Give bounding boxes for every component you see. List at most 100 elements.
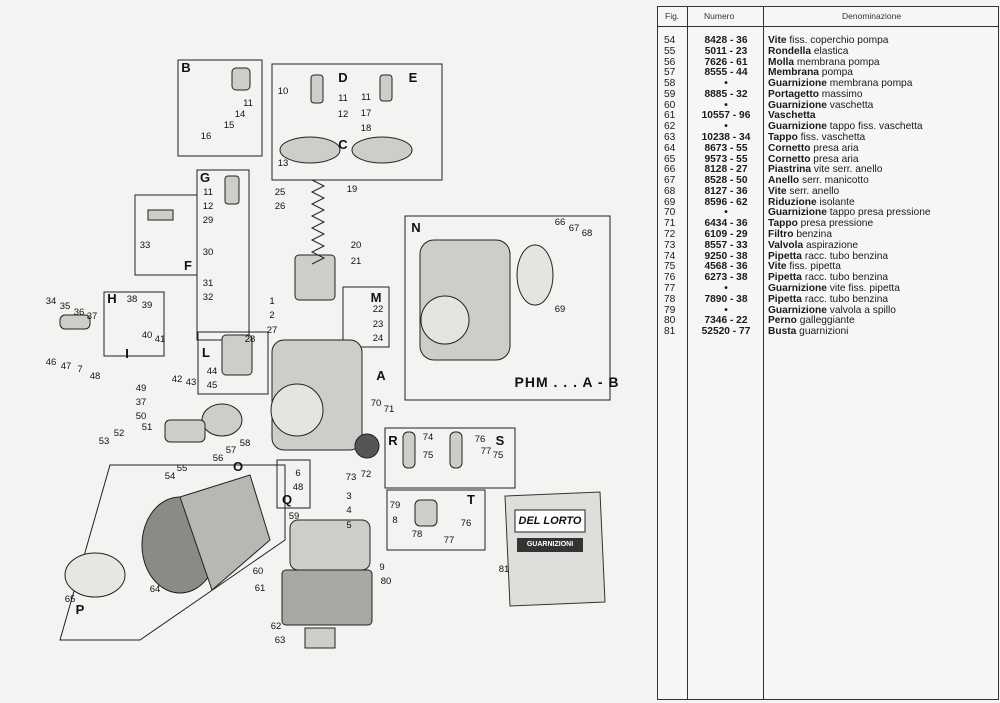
part-number: 8557 - 33 — [704, 239, 748, 251]
part-detail: tappo presa pressione — [829, 207, 931, 219]
box-f — [134, 194, 198, 276]
part-name: Riduzione — [768, 196, 817, 208]
part-description: Tappo fiss. vaschetta — [768, 132, 865, 143]
group-letter-label: R — [388, 433, 398, 448]
fig-number: 66 — [664, 164, 676, 176]
part-detail: presa aria — [813, 142, 859, 154]
part-name: Molla — [768, 56, 795, 68]
part-callout: 74 — [422, 432, 434, 443]
part-name: Filtro — [768, 229, 794, 241]
part-description: Riduzione isolante — [768, 197, 855, 208]
fig-number: 56 — [664, 56, 676, 68]
model-label: PHM . . . A - B — [514, 374, 620, 390]
part-callout: 21 — [350, 256, 362, 267]
part-callout: 33 — [139, 240, 151, 251]
fig-number: 78 — [664, 293, 676, 305]
part-description: Piastrina vite serr. anello — [768, 164, 882, 175]
diagram-drawing — [59, 59, 611, 649]
part-description: Guarnizione vite fiss. pipetta — [768, 283, 900, 294]
part-callout: 11 — [338, 93, 348, 104]
part-callout: 62 — [270, 621, 282, 632]
part-callout: 19 — [346, 184, 358, 195]
box-b — [177, 59, 263, 157]
part-description: Valvola aspirazione — [768, 240, 858, 251]
part-callout: 11 — [361, 92, 371, 103]
part-callout: 49 — [135, 383, 147, 394]
part-description: Anello serr. manicotto — [768, 175, 869, 186]
part-callout: 72 — [360, 469, 372, 480]
group-letter-label: T — [467, 492, 475, 507]
part-number: 10238 - 34 — [701, 132, 751, 144]
group-letter-label: Q — [281, 492, 293, 507]
header-numero: Numero — [704, 11, 735, 21]
part-name: Guarnizione — [768, 207, 827, 219]
part-description: Pipetta racc. tubo benzina — [768, 294, 888, 305]
part-number: 4568 - 36 — [704, 261, 748, 273]
group-letter-label: O — [232, 459, 244, 474]
group-letter-label: N — [411, 220, 421, 235]
fig-number: 71 — [664, 218, 676, 230]
part-detail: racc. tubo benzina — [804, 272, 889, 284]
part-detail: fiss. pipetta — [789, 261, 841, 273]
part-callout: 44 — [206, 366, 218, 377]
part-detail: tappo fiss. vaschetta — [829, 121, 923, 133]
part-callout: 34 — [45, 296, 57, 307]
group-letter-label: B — [181, 60, 191, 75]
part-detail: valvola a spillo — [829, 304, 896, 316]
part-name: Membrana — [768, 67, 819, 79]
part-callout: 42 — [171, 374, 183, 385]
part-detail: presa pressione — [800, 218, 874, 230]
part-description: Molla membrana pompa — [768, 57, 880, 68]
part-callout: 2 — [269, 310, 275, 321]
part-detail: benzina — [796, 229, 832, 241]
part-callout: 27 — [266, 325, 278, 336]
group-letter-label: P — [75, 602, 85, 617]
part-name: Vite — [768, 35, 787, 46]
part-detail: fiss. vaschetta — [800, 132, 866, 144]
group-letter-label: I — [125, 346, 129, 361]
part-callout: 78 — [411, 529, 423, 540]
part-description: Cornetto presa aria — [768, 154, 859, 165]
part-callout: 40 — [141, 330, 153, 341]
part-detail: massimo — [821, 88, 863, 100]
part-callout: 7 — [77, 364, 83, 375]
part-name: Guarnizione — [768, 78, 827, 90]
part-callout: 36 — [73, 307, 85, 318]
part-detail: pompa — [821, 67, 853, 79]
fig-number: 80 — [664, 315, 676, 327]
fig-number: 60 — [664, 99, 676, 111]
box-l — [197, 331, 269, 395]
part-callout: 58 — [239, 438, 251, 449]
part-name: Busta — [768, 326, 797, 338]
part-name: Guarnizione — [768, 99, 827, 111]
part-name: Portagetto — [768, 88, 819, 100]
part-description: Perno galleggiante — [768, 315, 855, 326]
part-callout: 32 — [202, 292, 214, 303]
part-callout: 25 — [274, 187, 286, 198]
part-callout: 63 — [274, 635, 286, 646]
box-cde — [271, 63, 443, 181]
part-name: Guarnizione — [768, 282, 827, 294]
box-m — [342, 286, 390, 348]
part-callout: 35 — [59, 301, 71, 312]
fig-number: 63 — [664, 132, 676, 144]
box-t — [386, 489, 486, 551]
part-name: Rondella — [768, 45, 812, 57]
part-number: 8528 - 50 — [704, 175, 748, 187]
part-number: 5011 - 23 — [704, 45, 748, 57]
part-number: 8673 - 55 — [704, 142, 748, 154]
part-callout: 55 — [176, 463, 188, 474]
part-callout: 17 — [360, 108, 372, 119]
part-name: Cornetto — [768, 142, 811, 154]
fig-number: 57 — [664, 67, 676, 79]
